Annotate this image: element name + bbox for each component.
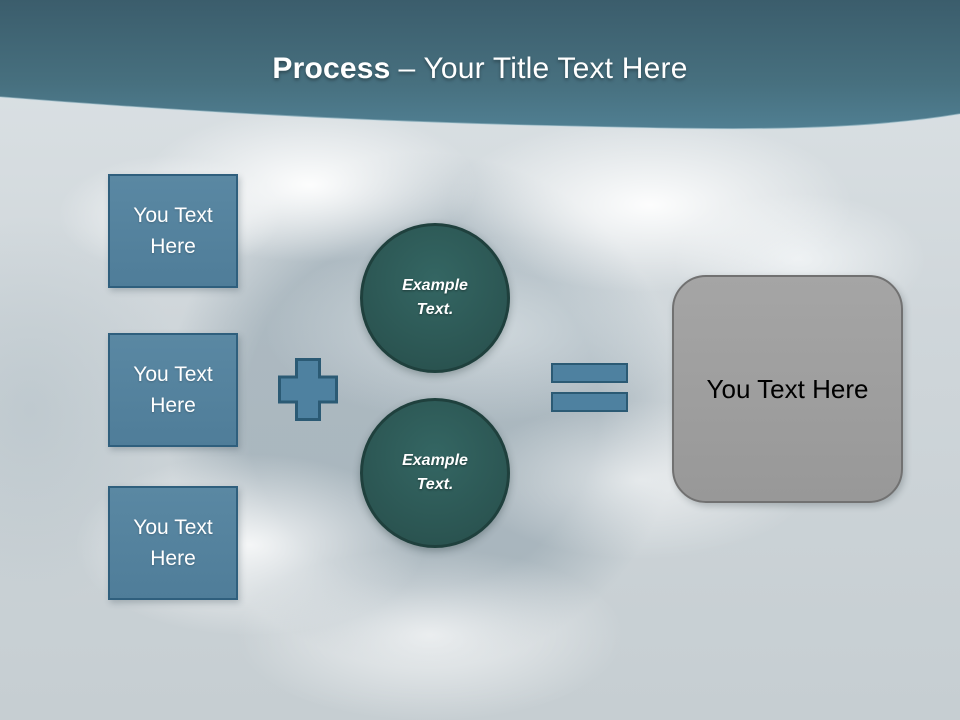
text-placeholder-label: You Text Here bbox=[133, 203, 213, 259]
text-placeholder-label: You Text Here bbox=[133, 362, 213, 418]
equals-icon bbox=[551, 363, 628, 412]
title-separator: – bbox=[398, 52, 416, 85]
equals-bar-bottom bbox=[551, 392, 628, 412]
title-subtext: Your Title Text Here bbox=[423, 52, 688, 85]
result-placeholder-box: You Text Here bbox=[672, 275, 903, 503]
example-circle-label: Example Text. bbox=[402, 452, 468, 493]
text-placeholder-label: You Text Here bbox=[133, 515, 213, 571]
text-placeholder-box-1: You Text Here bbox=[108, 174, 238, 288]
example-circle-1: Example Text. bbox=[360, 223, 510, 373]
header-wave bbox=[0, 0, 960, 130]
text-placeholder-box-3: You Text Here bbox=[108, 486, 238, 600]
equals-bar-top bbox=[551, 363, 628, 383]
page-title: Process–Your Title Text Here bbox=[0, 52, 960, 86]
example-circle-2: Example Text. bbox=[360, 398, 510, 548]
header-band bbox=[0, 0, 960, 141]
result-placeholder-label: You Text Here bbox=[706, 373, 869, 404]
text-placeholder-box-2: You Text Here bbox=[108, 333, 238, 447]
title-keyword: Process bbox=[272, 52, 391, 85]
example-circle-label: Example Text. bbox=[402, 277, 468, 318]
plus-icon bbox=[278, 358, 338, 421]
